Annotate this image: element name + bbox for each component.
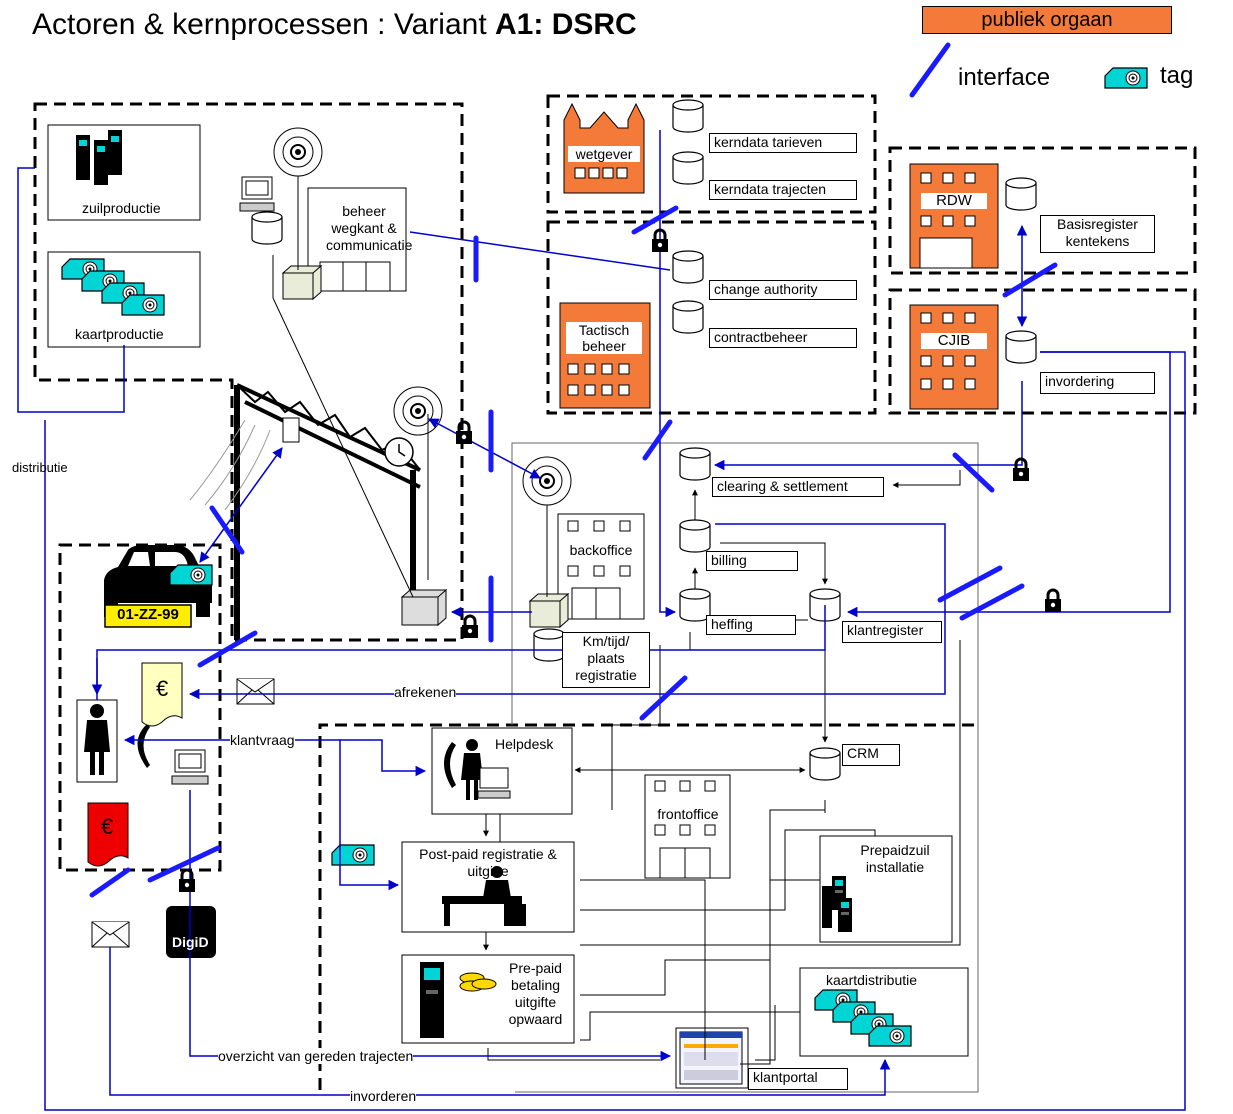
- prepaid-label: Pre-paid betaling uitgifte opwaard: [498, 960, 573, 1028]
- roadside-label: beheer wegkant & communicatie: [322, 203, 406, 259]
- kaartdistributie-label: kaartdistributie: [826, 972, 917, 988]
- distributie-label: distributie: [12, 460, 68, 475]
- rdw-building: [910, 164, 998, 268]
- frontoffice-building: [645, 775, 730, 878]
- db-invordering: [1006, 331, 1036, 363]
- contractbeheer-label: contractbeheer: [709, 328, 857, 348]
- registratie-label: Km/tijd/ plaats registratie: [562, 632, 650, 688]
- db-basisregister: [1006, 178, 1036, 210]
- car-tag-icon: [170, 565, 212, 585]
- db-kerndata-trajecten: [673, 152, 703, 184]
- postpaid-tag-icon: [332, 845, 374, 865]
- interface-legend: [912, 45, 948, 95]
- db-billing: [680, 520, 710, 552]
- antenna-roadside-mgmt: [274, 128, 322, 176]
- klantportal-label: klantportal: [748, 1068, 848, 1090]
- db-kerndata-tarieven: [673, 100, 703, 132]
- page-title: Actoren & kernprocessen : Variant A1: DS…: [32, 8, 637, 42]
- backoffice-building: [558, 514, 644, 619]
- db-roadside: [252, 212, 282, 244]
- clearing-label: clearing & settlement: [712, 477, 884, 497]
- klantvraag-label: klantvraag: [230, 732, 295, 748]
- klantregister-label: klantregister: [842, 621, 942, 643]
- legend-public-body: publiek orgaan: [922, 6, 1172, 34]
- kaartproductie-label: kaartproductie: [75, 326, 164, 342]
- backoffice-label: backoffice: [561, 542, 641, 558]
- afrekenen-label: afrekenen: [394, 684, 456, 700]
- kerndata-tarieven-label: kerndata tarieven: [709, 133, 857, 153]
- lock-icon: [462, 616, 478, 638]
- envelope-invorderen: [92, 922, 129, 947]
- lock-icon: [456, 422, 472, 444]
- roadside-unit: [402, 590, 446, 625]
- monitor-roadside: [240, 177, 274, 211]
- billing-label: billing: [706, 551, 798, 571]
- invordering-label: invordering: [1040, 372, 1155, 394]
- heffing-label: heffing: [706, 615, 796, 635]
- basisregister-label: Basisregister kentekens: [1040, 215, 1155, 253]
- lock-icon: [1045, 590, 1061, 612]
- db-crm: [810, 748, 840, 780]
- lock-icon: [1013, 459, 1029, 481]
- cjib-label: CJIB: [921, 333, 987, 349]
- antenna-gantry: [394, 387, 442, 435]
- frontoffice-label: frontoffice: [648, 806, 728, 822]
- wetgever-label: wetgever: [568, 146, 640, 162]
- euro-symbol-red: €: [101, 814, 113, 840]
- license-plate: 01-ZZ-99: [106, 606, 190, 623]
- digid-text: DigiD: [172, 934, 209, 950]
- invorderen-label: invorderen: [350, 1088, 416, 1104]
- db-registratie: [534, 629, 564, 661]
- toll-gantry: [190, 385, 428, 640]
- postpaid-label: Post-paid registratie & uitgifte: [404, 846, 572, 880]
- backoffice-unit: [530, 594, 568, 627]
- kerndata-trajecten-label: kerndata trajecten: [709, 180, 857, 200]
- db-clearing: [680, 448, 710, 480]
- db-change-authority: [673, 251, 703, 283]
- person-frame: [77, 700, 117, 782]
- legend-tag-icon: [1105, 68, 1147, 88]
- rdw-label: RDW: [921, 193, 987, 209]
- cjib-building: [910, 305, 998, 409]
- roadside-mgmt-unit: [283, 266, 321, 299]
- db-contractbeheer: [673, 301, 703, 333]
- change-authority-label: change authority: [709, 280, 857, 300]
- zuilproductie-label: zuilproductie: [82, 200, 161, 216]
- helpdesk-label: Helpdesk: [495, 736, 553, 752]
- legend-interface: interface: [958, 64, 1050, 92]
- euro-symbol: €: [156, 676, 168, 702]
- antenna-backoffice: [523, 457, 571, 505]
- tactical-building: [560, 303, 650, 408]
- legend-tag: tag: [1160, 62, 1193, 90]
- lock-icon: [179, 870, 195, 892]
- monitor-customer: [172, 750, 208, 784]
- phone-icon: [138, 724, 151, 768]
- tactical-label: Tactisch beheer: [566, 322, 642, 354]
- envelope-afrekenen: [237, 679, 274, 704]
- trajecten-label: overzicht van gereden trajecten: [218, 1048, 413, 1064]
- portal-screen-icon: [680, 1032, 742, 1084]
- prepaidzuil-label: Prepaidzuil installatie: [845, 842, 945, 876]
- digid-logo: [166, 906, 216, 958]
- crm-label: CRM: [842, 744, 900, 766]
